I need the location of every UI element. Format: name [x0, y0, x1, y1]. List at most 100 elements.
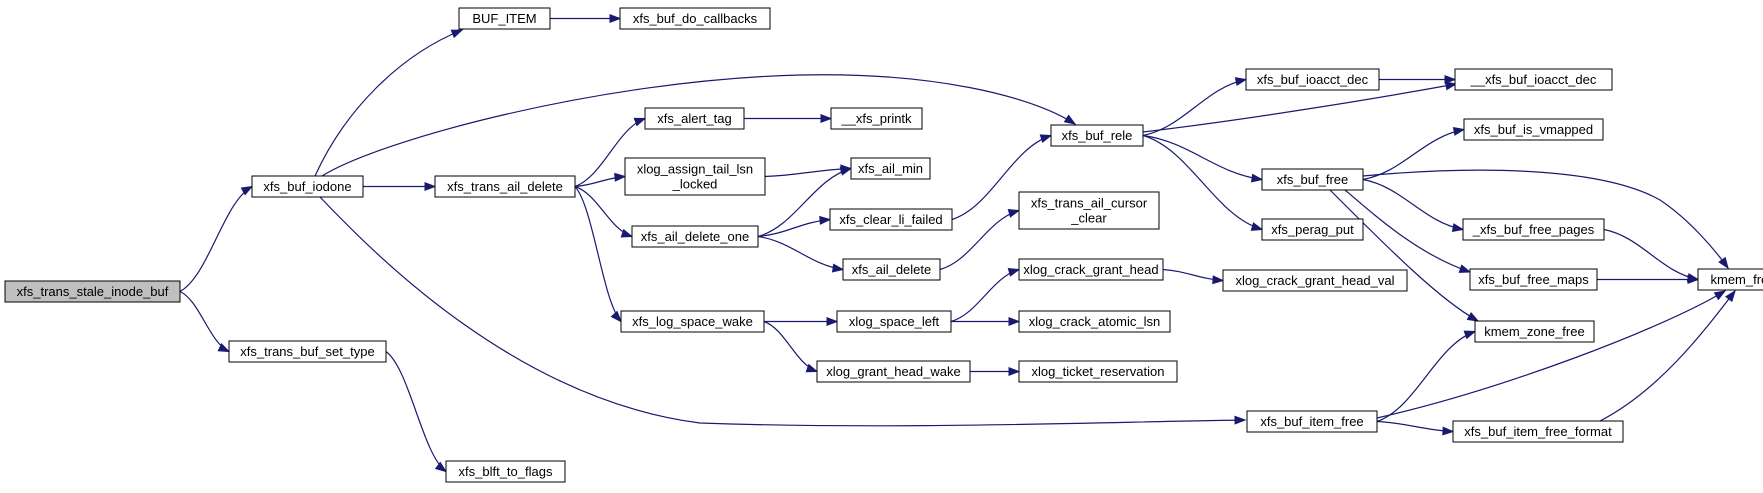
- edge-line: [1376, 330, 1476, 423]
- node-box: [850, 157, 931, 180]
- edge-root-to-set_type: [179, 290, 231, 353]
- edge-line: [321, 74, 1076, 177]
- node-xfs-buf-ioacct-dec[interactable]: __xfs_buf_ioacct_dec: [1454, 68, 1613, 91]
- node-box: [1462, 218, 1605, 241]
- node-label: __xfs_printk: [840, 111, 912, 126]
- edge-buf_free-to-zone_free: [1329, 189, 1480, 322]
- node-box: [836, 310, 952, 333]
- edge-line: [1142, 83, 1457, 133]
- node-box: [1222, 269, 1408, 292]
- node-box: [1018, 360, 1178, 383]
- node-xfs-clear-li-failed[interactable]: xfs_clear_li_failed: [829, 208, 953, 231]
- node-xlog-crack-atomic-lsn[interactable]: xlog_crack_atomic_lsn: [1018, 310, 1171, 333]
- node-xfs-ail-delete[interactable]: xfs_ail_delete: [842, 258, 941, 281]
- edge-ail_delete-to-ail_delete_one: [574, 185, 634, 238]
- edge-assign_tail-to-ail_min: [764, 164, 853, 178]
- edge-line: [1362, 169, 1729, 269]
- node-xfs-buf-free[interactable]: xfs_buf_free: [1261, 168, 1364, 191]
- node-box: [1018, 310, 1171, 333]
- node-xfs-ail-delete-one[interactable]: xfs_ail_delete_one: [631, 225, 759, 248]
- node-xfs-trans-buf-set-type[interactable]: xfs_trans_buf_set_type: [228, 340, 387, 363]
- arrowhead: [1250, 222, 1264, 231]
- arrowhead: [1452, 126, 1466, 136]
- arrowhead: [240, 185, 254, 196]
- node-label: xfs_clear_li_failed: [839, 212, 942, 227]
- arrowhead: [1212, 275, 1225, 285]
- node-box: [644, 107, 745, 130]
- node-box: [620, 310, 765, 333]
- arrowhead: [1234, 415, 1247, 425]
- node-xfs-trans-ail-delete[interactable]: xfs_trans_ail_delete: [434, 175, 576, 198]
- edge-buf_rele-to-perag_put: [1142, 134, 1264, 231]
- node-label: kmem_zone_free: [1484, 324, 1584, 339]
- node-xfs-buf-free-pages[interactable]: _xfs_buf_free_pages: [1462, 218, 1605, 241]
- node-xfs-log-space-wake[interactable]: xfs_log_space_wake: [620, 310, 765, 333]
- node-xlog-crack-grant-head-val[interactable]: xlog_crack_grant_head_val: [1222, 269, 1408, 292]
- node-xlog-grant-head-wake[interactable]: xlog_grant_head_wake: [816, 360, 971, 383]
- node-box: [1050, 124, 1144, 147]
- node-box: [1452, 420, 1624, 443]
- node-kmem-free[interactable]: kmem_free: [1697, 268, 1763, 291]
- arrowhead: [610, 310, 622, 323]
- edge-item_free-to-kmem_free: [1376, 290, 1727, 419]
- edge-buf_item-to-do_callbacks: [550, 13, 622, 24]
- node-label: xlog_space_left: [849, 314, 940, 329]
- node-label: xlog_ticket_reservation: [1032, 364, 1165, 379]
- edge-line: [763, 320, 818, 373]
- node-label: xlog_crack_grant_head_val: [1236, 273, 1395, 288]
- node-label: xfs_blft_to_flags: [459, 464, 553, 479]
- node-xfs-buf-do-callbacks[interactable]: xfs_buf_do_callbacks: [619, 7, 771, 30]
- node-xlog-assign-tail-lsn-locked[interactable]: xlog_assign_tail_lsn_locked: [624, 157, 766, 196]
- node-box: [1454, 68, 1613, 91]
- node-xfs-buf-iodone[interactable]: xfs_buf_iodone: [251, 175, 364, 198]
- edge-buf_free-to-is_vmapped: [1362, 126, 1466, 181]
- node-label: xfs_buf_item_free_format: [1464, 424, 1612, 439]
- node-box: [829, 208, 953, 231]
- node-box: [1474, 320, 1595, 343]
- arrowhead: [633, 117, 647, 127]
- node-xfs-buf-is-vmapped[interactable]: xfs_buf_is_vmapped: [1463, 118, 1604, 141]
- edge-line: [757, 235, 844, 271]
- edge-crack_grant-to-crack_grant_val: [1162, 268, 1225, 285]
- node-buf-item[interactable]: BUF_ITEM: [458, 7, 551, 30]
- edge-free_maps-to-kmem_free: [1596, 274, 1700, 285]
- node-box: [4, 280, 181, 303]
- node-xfs-trans-stale-inode-buf[interactable]: xfs_trans_stale_inode_buf: [4, 280, 181, 303]
- node-xlog-space-left[interactable]: xlog_space_left: [836, 310, 952, 333]
- node-xfs-printk[interactable]: __xfs_printk: [830, 107, 923, 130]
- node-xfs-buf-rele[interactable]: xfs_buf_rele: [1050, 124, 1144, 147]
- edge-line: [1142, 134, 1263, 231]
- node-xfs-perag-put[interactable]: xfs_perag_put: [1261, 218, 1364, 241]
- edge-line: [1376, 290, 1726, 419]
- edge-buf_free-to-free_pages: [1362, 178, 1465, 233]
- node-xlog-ticket-reservation[interactable]: xlog_ticket_reservation: [1018, 360, 1178, 383]
- node-label: kmem_free: [1710, 272, 1763, 287]
- node-xfs-buf-item-free[interactable]: xfs_buf_item_free: [1246, 410, 1378, 433]
- arrowhead: [614, 172, 627, 182]
- edge-line: [179, 185, 253, 293]
- edge-buf_iodone-to-ail_delete: [363, 181, 437, 192]
- arrowhead: [819, 215, 832, 225]
- node-label: xfs_buf_do_callbacks: [633, 11, 758, 26]
- arrowhead: [1687, 274, 1700, 285]
- node-xlog-crack-grant-head[interactable]: xlog_crack_grant_head: [1018, 258, 1164, 281]
- node-xfs-buf-item-free-format[interactable]: xfs_buf_item_free_format: [1452, 420, 1624, 443]
- node-xfs-ail-min[interactable]: xfs_ail_min: [850, 157, 931, 180]
- node-box: [1469, 268, 1598, 291]
- arrowhead: [620, 228, 634, 238]
- node-kmem-zone-free[interactable]: kmem_zone_free: [1474, 320, 1595, 343]
- node-xfs-alert-tag[interactable]: xfs_alert_tag: [644, 107, 745, 130]
- node-label: xfs_log_space_wake: [632, 314, 753, 329]
- arrowhead: [217, 343, 231, 353]
- node-label: xfs_buf_rele: [1062, 128, 1133, 143]
- node-xfs-blft-to-flags[interactable]: xfs_blft_to_flags: [445, 460, 566, 483]
- node-box: [434, 175, 576, 198]
- edge-item_free_format-to-kmem_free: [1599, 289, 1736, 422]
- node-xfs-trans-ail-cursor-clear[interactable]: xfs_trans_ail_cursor_clear: [1018, 191, 1160, 230]
- node-xfs-buf-ioacct-dec[interactable]: xfs_buf_ioacct_dec: [1245, 68, 1380, 91]
- node-label: xlog_grant_head_wake: [826, 364, 960, 379]
- arrowhead: [434, 461, 448, 473]
- node-box: [830, 107, 923, 130]
- node-xfs-buf-free-maps[interactable]: xfs_buf_free_maps: [1469, 268, 1598, 291]
